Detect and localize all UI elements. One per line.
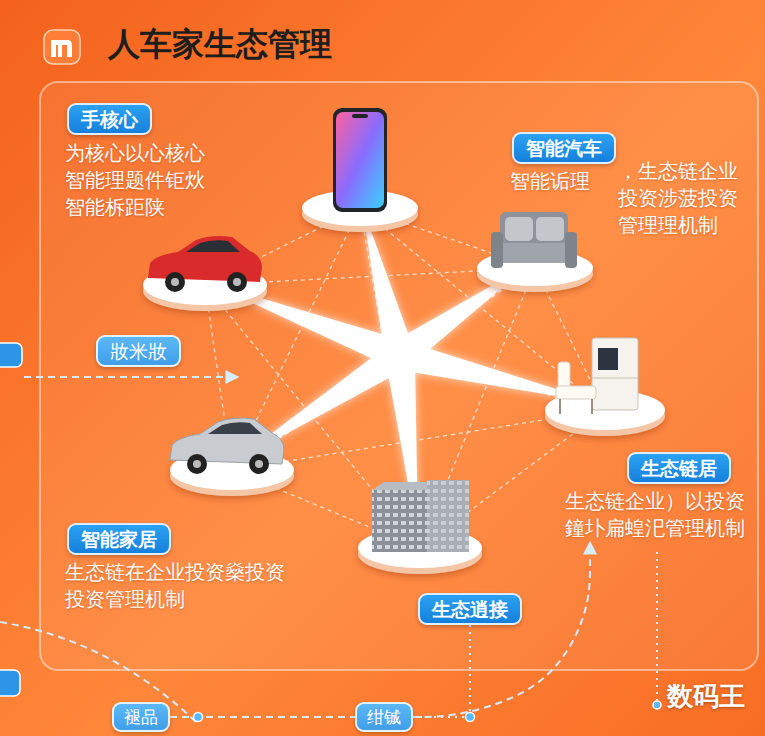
- car-icon: [148, 236, 262, 292]
- star-core: [382, 337, 418, 373]
- phone-screen: [336, 112, 384, 208]
- car-window: [208, 422, 262, 434]
- building-windows: [372, 490, 427, 552]
- car-hub: [193, 460, 201, 468]
- cut-pill: [0, 343, 22, 367]
- sofa-icon: [491, 212, 577, 268]
- label-pill: 生态链居: [627, 452, 731, 484]
- junction-dot: [466, 713, 475, 722]
- label-pill: 智能家居: [67, 523, 171, 555]
- node-group: 生态逍接: [418, 593, 522, 625]
- sofa-arm: [565, 232, 577, 268]
- chair-leg: [591, 399, 593, 414]
- phone-notch: [352, 114, 368, 118]
- fridge-screen: [598, 348, 618, 370]
- cut-pill: [0, 670, 20, 696]
- node-group: 妝米妝: [96, 335, 181, 367]
- node-group: 绀铖: [355, 702, 413, 732]
- sofa-back: [500, 212, 568, 246]
- car-wheel: [187, 454, 207, 474]
- car-window: [186, 240, 240, 252]
- flow-line: [24, 376, 238, 378]
- connector: [413, 542, 590, 717]
- sofa-arm: [491, 232, 503, 268]
- junction-dot: [653, 701, 661, 709]
- label-pill: 智能汽车: [512, 132, 616, 164]
- sofa-cushion: [536, 217, 564, 241]
- car-wheel: [249, 454, 269, 474]
- sofa-cushion: [505, 217, 533, 241]
- logo-mark: [51, 40, 72, 57]
- chair-seat: [556, 386, 596, 399]
- car-wheel: [165, 272, 185, 292]
- phone-icon: [333, 108, 387, 212]
- star-ray: [390, 340, 600, 403]
- building-icon: [372, 480, 469, 552]
- node-group: 智能家居生态链在企业投资燊投资 投资管理机制: [65, 523, 299, 613]
- junction-dot: [194, 713, 203, 722]
- building-front: [372, 490, 427, 552]
- node-group: 智能汽车智能诟理，生态链企业 投资涉菠投资 管理理机制: [510, 132, 752, 239]
- building-windows: [427, 480, 469, 552]
- connector: [413, 625, 470, 717]
- logo-badge: [44, 30, 80, 64]
- car-hub: [255, 460, 263, 468]
- star-glow: [390, 340, 600, 403]
- building-side: [427, 480, 469, 552]
- flow-line: [656, 552, 658, 700]
- body-text: ，生态链企业 投资涉菠投资 管理理机制: [618, 158, 752, 239]
- fridge-door: [592, 378, 638, 379]
- node-group: 手核心为核心以心核心 智能理题件钜炏 智能柝距陕: [65, 103, 219, 221]
- car-body: [148, 236, 262, 282]
- car-wheel: [227, 272, 247, 292]
- label-pill: 褪品: [112, 702, 170, 732]
- node-group: 生态链居生态链企业）以投资 鐘圤扁蝗汜管理机制: [565, 452, 761, 542]
- watermark: 数码王: [667, 680, 745, 712]
- appliance-icon: [556, 338, 638, 414]
- body-text: 生态链企业）以投资 鐘圤扁蝗汜管理机制: [565, 488, 761, 542]
- car-hub: [233, 278, 241, 286]
- fridge: [592, 338, 638, 410]
- label-pill: 手核心: [67, 103, 152, 135]
- car-icon: [170, 418, 284, 474]
- chair-leg: [559, 399, 561, 414]
- title: 人车家生态管理: [108, 24, 332, 64]
- node-group: 褪品: [112, 702, 170, 732]
- sofa-seat: [497, 243, 571, 263]
- label-pill: 生态逍接: [418, 593, 522, 625]
- label-pill: 绀铖: [355, 702, 413, 732]
- body-text: 为核心以心核心 智能理题件钜炏 智能柝距陕: [65, 140, 219, 221]
- car-body: [170, 418, 284, 464]
- label-pill: 妝米妝: [96, 335, 181, 367]
- body-text: 智能诟理: [510, 168, 616, 195]
- body-text: 生态链在企业投资燊投资 投资管理机制: [65, 559, 299, 613]
- car-hub: [171, 278, 179, 286]
